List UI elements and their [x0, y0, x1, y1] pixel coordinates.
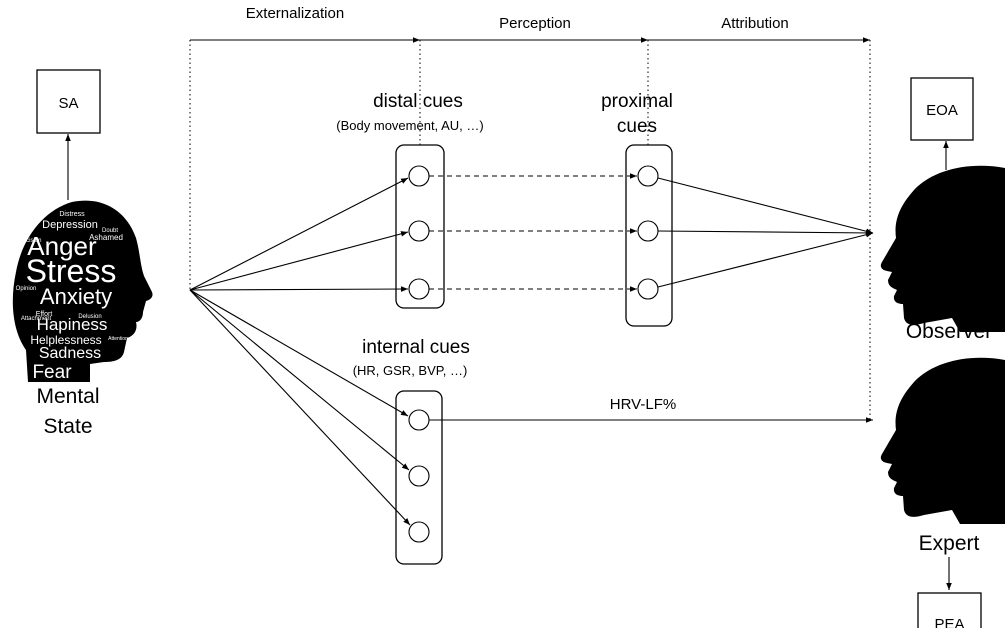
word-decision: Decision [18, 238, 41, 244]
pea-label: PEA [934, 616, 964, 628]
proximal-to-observer-arrow [657, 230, 874, 236]
internal-cue-node [408, 521, 430, 543]
sa-box [36, 69, 101, 134]
origin-to-internal-arrow [189, 289, 410, 471]
word-delusion: Delusion [78, 314, 101, 320]
word-distress: Distress [59, 211, 85, 218]
observer-head-icon [880, 165, 1005, 332]
distal-cues-title: distal cues [373, 91, 463, 112]
proximal-cues-title-line2: cues [617, 116, 657, 137]
origin-to-distal-arrow [189, 286, 409, 292]
proximal-to-observer-arrow [657, 231, 874, 288]
expert-label: Expert [919, 532, 980, 555]
mental-state-head-word-cloud: Distress Depression Anger Stress Anxiety… [12, 200, 153, 383]
word-attachment: Attachment [21, 316, 52, 322]
proximal-cue-node [637, 165, 659, 187]
distal-cue-node [408, 220, 430, 242]
word-effort: Effort [36, 311, 53, 318]
pea-box [917, 592, 982, 628]
proximal-cues-title-line1: proximal [601, 91, 673, 112]
proximal-cue-node [637, 278, 659, 300]
word-opinion: Opinion [16, 286, 37, 292]
word-anxiety: Anxiety [40, 284, 112, 309]
word-sadness: Sadness [39, 345, 101, 362]
internal-cue-node [408, 409, 430, 431]
word-helplessness: Helplessness [30, 333, 101, 347]
word-anger: Anger [27, 231, 97, 261]
internal-cues-subtitle: (HR, GSR, BVP, …) [353, 363, 468, 378]
word-fear: Fear [32, 362, 72, 383]
word-hapiness: Hapiness [37, 315, 108, 334]
mental-state-label-line1: Mental [36, 385, 99, 408]
internal-cue-node [408, 465, 430, 487]
origin-to-distal-arrow [189, 177, 409, 291]
origin-to-internal-arrow [189, 289, 409, 417]
proximal-to-observer-arrow [657, 177, 874, 234]
sa-label: SA [58, 95, 78, 112]
origin-to-internal-arrow [189, 289, 411, 526]
word-doubt: Doubt [102, 228, 118, 234]
phase-externalization-label: Externalization [246, 5, 344, 22]
distal-cue-node [408, 165, 430, 187]
word-stress: Stress [26, 253, 117, 289]
eoa-label: EOA [926, 102, 958, 119]
hrv-lf-label: HRV-LF% [610, 396, 676, 413]
eoa-box [910, 77, 974, 141]
internal-cues-title: internal cues [362, 337, 470, 358]
word-depression: Depression [42, 219, 98, 231]
origin-to-distal-arrow [189, 231, 409, 291]
expert-head-icon [880, 357, 1005, 524]
proximal-cue-node [637, 220, 659, 242]
phase-perception-label: Perception [499, 15, 571, 32]
distal-cues-subtitle: (Body movement, AU, …) [336, 118, 483, 133]
distal-cue-node [408, 278, 430, 300]
observer-label: Observer [906, 320, 992, 343]
word-ashamed: Ashamed [89, 233, 123, 242]
word-attention: Attention [108, 336, 128, 342]
mental-state-label-line2: State [43, 415, 92, 438]
phase-attribution-label: Attribution [721, 15, 789, 32]
